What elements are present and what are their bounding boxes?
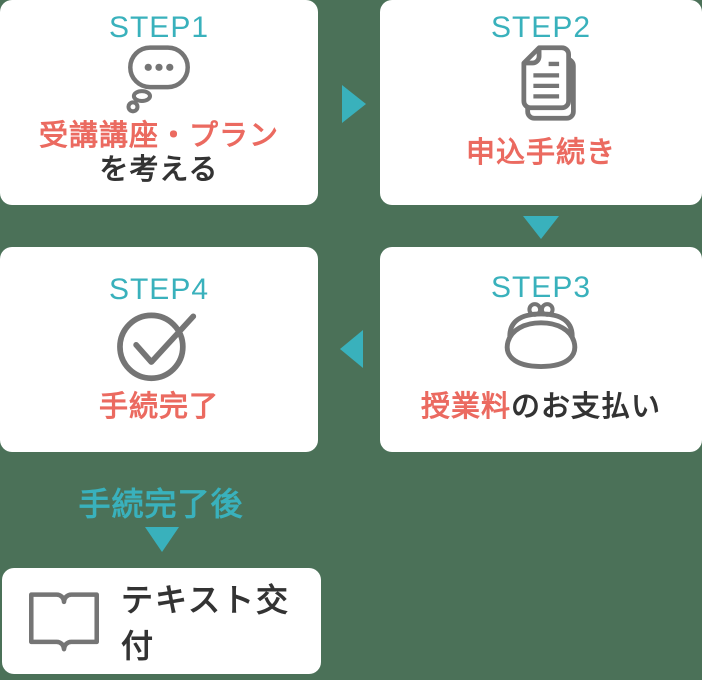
coin-purse-icon bbox=[500, 301, 582, 375]
step3-card: STEP3 授業料のお支払い bbox=[380, 247, 702, 452]
thought-bubble-icon bbox=[121, 44, 197, 114]
step4-title-accent: 手続完了 bbox=[98, 391, 219, 423]
check-circle-icon bbox=[115, 303, 203, 383]
step3-title-rest: のお支払い bbox=[511, 391, 662, 423]
step1-card: STEP1 受講講座・プラン を考える bbox=[0, 0, 318, 205]
step1-title-accent: 受講講座・プラン bbox=[38, 120, 279, 152]
step1-title-rest: を考える bbox=[99, 154, 219, 186]
step1-label: STEP1 bbox=[108, 11, 210, 44]
documents-icon bbox=[501, 42, 581, 124]
step2-title-accent: 申込手続き bbox=[465, 137, 616, 169]
textbook-label: テキスト交付 bbox=[121, 582, 291, 664]
arrow-down-icon bbox=[523, 216, 559, 239]
step2-label: STEP2 bbox=[490, 11, 592, 44]
step2-card: STEP2 申込手続き bbox=[380, 0, 702, 205]
open-book-icon bbox=[24, 585, 104, 657]
step4-card: STEP4 手続完了 bbox=[0, 247, 318, 452]
step3-label: STEP3 bbox=[490, 271, 592, 304]
step3-title: 授業料のお支払い bbox=[380, 391, 702, 424]
arrow-right-icon bbox=[342, 85, 366, 123]
step3-title-accent: 授業料 bbox=[420, 391, 511, 423]
textbook-card: テキスト交付 bbox=[2, 568, 321, 674]
arrow-down-icon bbox=[145, 527, 179, 552]
arrow-left-icon bbox=[340, 330, 363, 368]
step4-label: STEP4 bbox=[108, 273, 210, 306]
after-note-text: 手続完了後 bbox=[78, 486, 244, 522]
